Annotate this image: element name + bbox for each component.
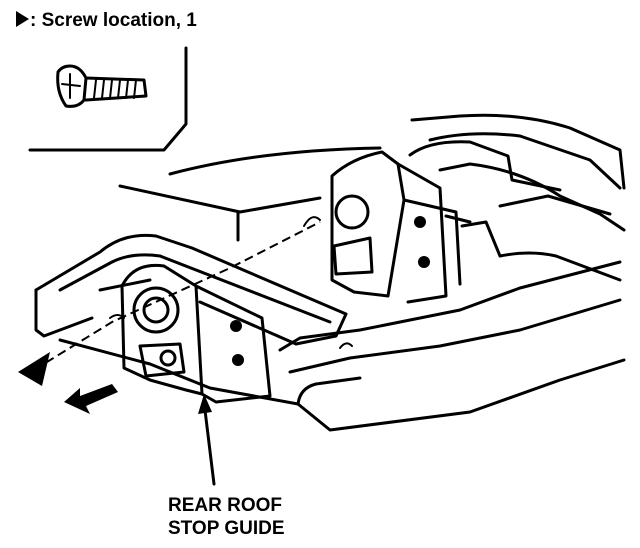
roof-housing	[118, 113, 626, 282]
legend-leader-line	[28, 46, 188, 152]
triangle-pointer-icon	[16, 11, 29, 27]
legend: : Screw location, 1	[16, 10, 197, 32]
part-label-line2: STOP GUIDE	[168, 518, 285, 539]
forward-arrow-icon	[64, 384, 118, 414]
part-label: REAR ROOF STOP GUIDE	[168, 494, 285, 540]
rear-roof-stop-guide	[34, 233, 348, 404]
part-label-leader	[202, 400, 216, 486]
screw-location-marker	[18, 352, 50, 386]
part-label-leader-arrowhead	[198, 394, 212, 414]
part-label-line1: REAR ROOF	[168, 495, 282, 516]
screw-icon	[56, 64, 148, 108]
screw-axis-line	[33, 221, 321, 371]
legend-colon: :	[30, 10, 37, 31]
legend-text: Screw location, 1	[41, 10, 197, 31]
rail-body	[58, 260, 626, 432]
rear-bracket	[303, 150, 472, 304]
